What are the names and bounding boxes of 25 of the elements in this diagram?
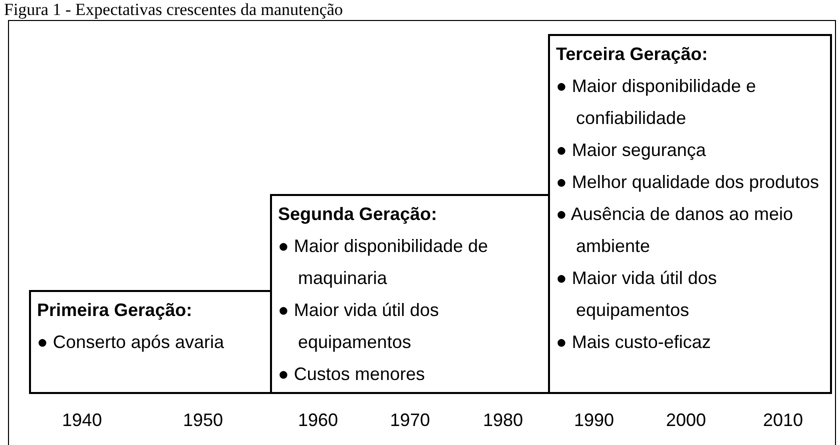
- bullet-item: ● Maior vida útil dos equipamentos: [278, 299, 440, 354]
- bullet-item: ● Ausência de danos ao meio ambiente: [556, 203, 794, 258]
- generation-box: [270, 194, 550, 394]
- year-label: 1970: [390, 410, 430, 431]
- figure-title: Figura 1 - Expectativas crescentes da manutenção: [4, 0, 343, 20]
- bullet-item: ● Mais custo-eficaz: [556, 331, 712, 354]
- bullet-item: ● Conserto após avaria: [37, 331, 225, 354]
- year-label: 2010: [762, 410, 804, 431]
- bullet-item: ● Maior disponibilidade e confiabilidade: [556, 75, 757, 130]
- year-label: 1980: [482, 410, 524, 431]
- bullet-item: ● Custos menores: [278, 363, 426, 386]
- year-label: 2000: [666, 410, 706, 431]
- bullet-item: ● Maior segurança: [556, 139, 707, 162]
- generation-box: [548, 34, 832, 394]
- bullet-item: ● Maior disponibilidade de maquinaria: [278, 235, 489, 290]
- bullet-item: ● Maior vida útil dos equipamentos: [556, 267, 718, 322]
- year-label: 1950: [182, 410, 224, 431]
- bullet-item: ● Melhor qualidade dos produtos: [556, 171, 820, 194]
- generation-heading: Terceira Geração:: [556, 43, 709, 66]
- year-label: 1960: [298, 410, 338, 431]
- year-label: 1990: [574, 410, 614, 431]
- generation-box: [29, 290, 272, 394]
- generation-heading: Primeira Geração:: [37, 299, 194, 322]
- generation-heading: Segunda Geração:: [278, 203, 438, 226]
- year-label: 1940: [62, 410, 102, 431]
